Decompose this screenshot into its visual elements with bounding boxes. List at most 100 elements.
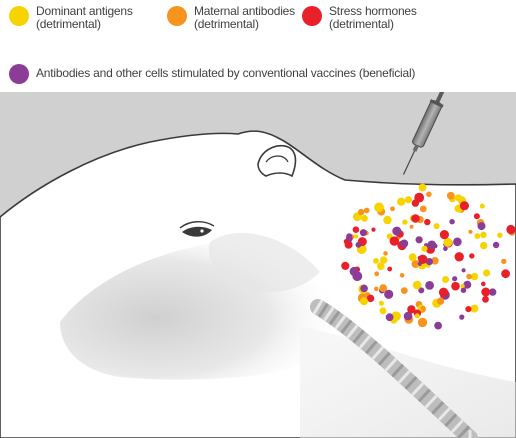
particle-dot [374,203,384,213]
orange-dot-icon [167,6,187,26]
particle-dot [463,281,471,289]
particle-dot [415,313,420,318]
legend-item-stress-hormones: Stress hormones (detrimental) [302,5,417,31]
particle-dot [481,282,486,287]
particle-dot [412,199,419,206]
particle-dot [409,253,417,261]
particle-dot [360,297,368,305]
particle-dot [440,230,449,239]
particle-dot [475,233,481,239]
particle-dot [405,196,412,203]
particle-dot [420,206,427,213]
particle-dot [344,239,349,244]
particle-dot [434,322,442,330]
particle-dot [449,219,454,224]
particle-dot [465,306,471,312]
particle-dot [400,273,405,278]
trachea-ring [469,430,472,438]
particle-dot [419,184,427,192]
particle-dot [460,201,469,210]
particle-dot [390,236,399,245]
particle-dot [374,287,379,292]
particle-dot [478,222,486,230]
particle-dot [397,198,405,206]
particle-dot [401,287,408,294]
particle-dot [443,238,452,247]
particle-dot [367,295,374,302]
particle-dot [442,276,449,283]
legend-item-maternal-antibodies: Maternal antibodies (detrimental) [167,5,295,31]
particle-dot [497,233,502,238]
particle-dot [390,206,395,211]
particle-dot [413,281,422,290]
particle-dot [360,229,367,236]
legend-label: Antibodies and other cells stimulated by… [36,67,415,80]
particle-dot [453,238,462,247]
particle-dot [383,251,388,256]
particle-dot [418,262,422,266]
particle-dot [482,296,489,303]
particle-dot [480,242,487,249]
particle-dot [468,230,472,234]
particle-dot [360,285,368,293]
particle-dot [466,274,472,280]
particle-dot [352,271,362,281]
particle-dot [474,213,480,219]
particle-dot [411,214,420,223]
particle-dot [483,269,490,276]
particle-dot [471,273,478,280]
particle-dot [426,192,432,198]
particle-dot [421,306,426,311]
particle-dot [380,307,387,314]
particle-dot [451,282,460,291]
legend: Dominant antigens (detrimental) Maternal… [0,0,516,92]
particle-dot [383,216,391,224]
particle-dot [427,241,436,250]
particle-dot [424,219,430,225]
particle-dot [418,318,427,327]
particle-dot [416,236,423,243]
particle-dot [437,297,444,304]
particle-dot [364,208,370,214]
legend-sublabel: (detrimental) [194,18,295,31]
particle-dot [377,262,385,270]
red-dot-icon [302,6,322,26]
particle-dot [392,227,401,236]
particle-dot [421,246,427,252]
purple-dot-icon [9,64,29,84]
yellow-dot-icon [9,6,29,26]
particle-dot [358,209,364,215]
legend-sublabel: (detrimental) [36,18,133,31]
particle-dot [462,268,466,272]
particle-dot [387,267,392,272]
particle-dot [461,284,465,288]
particle-dot [443,247,448,252]
particle-dot [386,313,394,321]
particle-dot [452,276,457,281]
particle-dot [470,305,478,313]
particle-dot [402,219,407,224]
particle-dot [506,225,515,234]
particle-dot [400,240,408,248]
particle-dot [346,233,352,239]
legend-item-dominant-antigens: Dominant antigens (detrimental) [9,5,133,31]
particle-dot [493,242,499,248]
cow-vaccination-scene [0,92,516,438]
particle-dot [459,315,464,320]
particle-dot [373,258,379,264]
particle-dot [439,288,448,297]
legend-item-beneficial-antibodies: Antibodies and other cells stimulated by… [9,63,415,84]
particle-dot [379,284,387,292]
particle-dot [371,228,375,232]
particle-dot [410,225,414,229]
particle-dot [341,262,349,270]
particle-dot [469,253,474,258]
particle-dot [354,234,358,238]
particle-dot [501,269,510,278]
particle-dot [480,232,486,238]
particle-dot [425,281,434,290]
particle-dot [480,204,485,209]
particle-dot [434,223,440,229]
particle-dot [374,271,379,276]
